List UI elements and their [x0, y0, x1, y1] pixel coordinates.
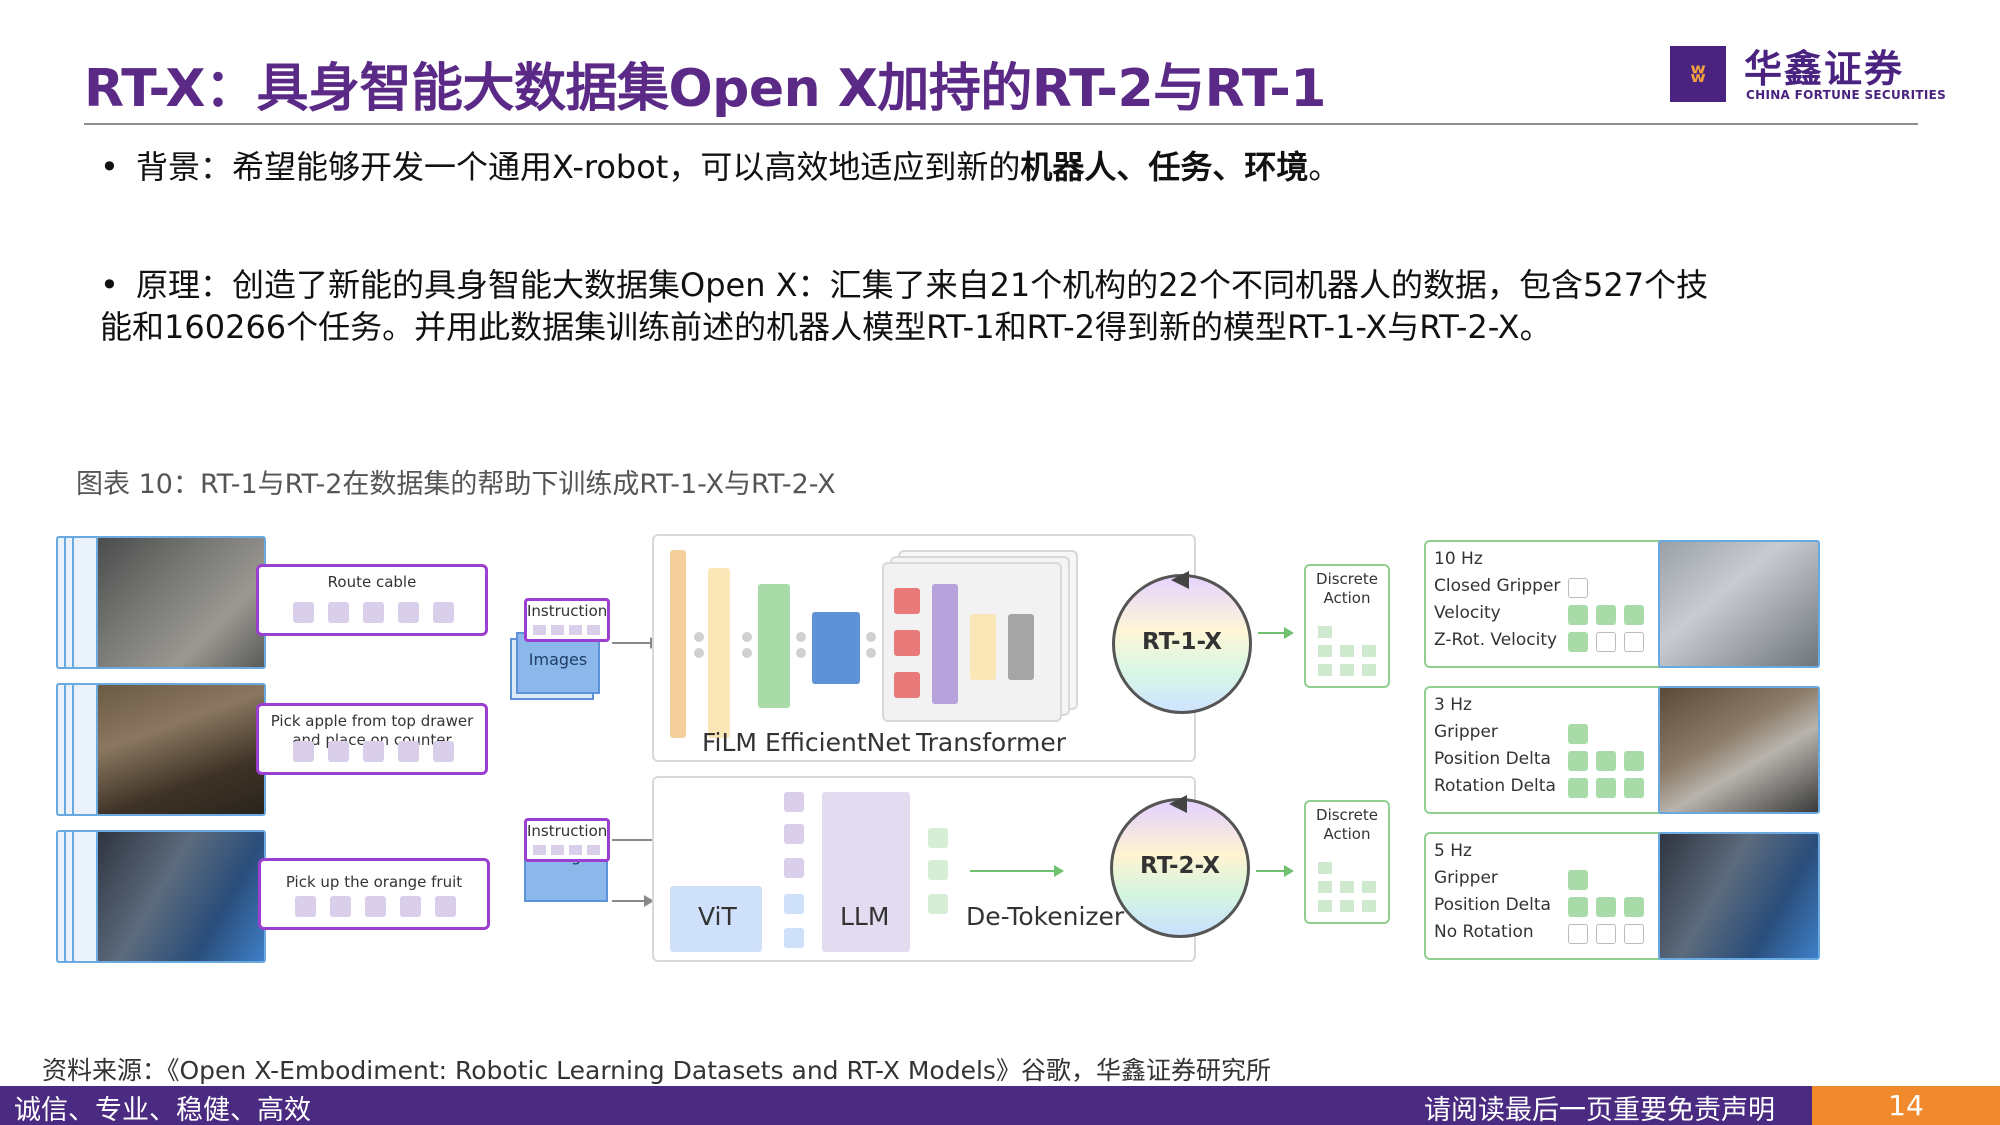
title-divider — [84, 123, 1918, 125]
photo-stack-1 — [56, 536, 266, 671]
bullet-principle: • 原理：创造了新能的具身智能大数据集Open X：汇集了来自21个机构的22个… — [100, 264, 1900, 348]
arrow-rt2x-output — [1256, 865, 1294, 877]
robot-photo-output-3 — [1658, 832, 1820, 960]
arrow-rt2-image — [612, 895, 654, 907]
task-box-pick-apple: Pick apple from top drawer and place on … — [256, 703, 488, 775]
transformer-label: Transformer — [916, 728, 1067, 757]
task-box-orange: Pick up the orange fruit — [258, 858, 490, 930]
footer-disclaimer: 请阅读最后一页重要免责声明 — [1424, 1095, 1775, 1125]
robot-photo-cable — [96, 536, 266, 669]
footer-bar: 诚信、专业、稳健、高效 请阅读最后一页重要免责声明 14 — [0, 1086, 2000, 1125]
rt2x-model: RT-2-X — [1110, 795, 1250, 938]
output-panel-5hz: 5 Hz Gripper Position Delta No Rotation — [1424, 832, 1820, 960]
instruction-box-2: Instruction — [524, 818, 610, 862]
detokenizer-label: De-Tokenizer — [966, 902, 1125, 931]
output-panel-3hz: 3 Hz Gripper Position Delta Rotation Del… — [1424, 686, 1820, 814]
bullet-dot: • — [100, 266, 119, 304]
logo-mark-icon: ʬ — [1670, 46, 1726, 102]
page-number: 14 — [1812, 1086, 2000, 1125]
arrow-rt1x-output — [1258, 627, 1294, 639]
robot-photo-output-2 — [1658, 686, 1820, 814]
bullet-principle-line2: 能和160266个任务。并用此数据集训练前述的机器人模型RT-1和RT-2得到新… — [100, 308, 1552, 346]
arrow-detokenizer — [970, 865, 1064, 877]
transformer-block — [882, 562, 1062, 722]
instruction-box-1: Instruction — [524, 598, 610, 642]
bullet-principle-line1: 原理：创造了新能的具身智能大数据集Open X：汇集了来自21个机构的22个不同… — [136, 266, 1709, 304]
cycle-arrow-icon — [1169, 795, 1187, 813]
photo-stack-2 — [56, 683, 266, 818]
robot-photo-output-1 — [1658, 540, 1820, 668]
bullet-background-bold: 机器人、任务、环境 — [1020, 148, 1309, 186]
output-panel-10hz: 10 Hz Closed Gripper Velocity Z-Rot. Vel… — [1424, 540, 1820, 668]
discrete-action-2: Discrete Action — [1304, 800, 1390, 924]
rtx-figure: Route cable Pick apple from top drawer a… — [50, 528, 1880, 973]
figure-caption: 图表 10：RT-1与RT-2在数据集的帮助下训练成RT-1-X与RT-2-X — [76, 469, 836, 500]
rt1-architecture-panel: FiLM EfficientNet Transformer — [652, 534, 1196, 762]
cycle-arrow-icon — [1171, 571, 1189, 589]
task-box-route-cable: Route cable — [256, 564, 488, 636]
logo-cn-text: 华鑫证券 — [1744, 47, 1905, 91]
bullet-background-text: 背景：希望能够开发一个通用X-robot，可以高效地适应到新的 — [136, 148, 1021, 186]
film-efficientnet-label: FiLM EfficientNet — [702, 728, 911, 757]
rt1x-model: RT-1-X — [1112, 571, 1252, 714]
vit-label: ViT — [698, 902, 737, 931]
images-box: Images — [516, 632, 600, 694]
bullet-background: • 背景：希望能够开发一个通用X-robot，可以高效地适应到新的机器人、任务、… — [100, 146, 1900, 188]
discrete-action-1: Discrete Action — [1304, 564, 1390, 688]
bullet-background-end: 。 — [1308, 148, 1341, 186]
footer-slogan: 诚信、专业、稳健、高效 — [14, 1095, 311, 1125]
llm-label: LLM — [840, 902, 890, 931]
robot-photo-orange — [96, 830, 266, 963]
logo-en-text: CHINA FORTUNE SECURITIES — [1746, 88, 1947, 102]
robot-photo-drawer — [96, 683, 266, 816]
photo-stack-3 — [56, 830, 266, 965]
bullet-dot: • — [100, 148, 119, 186]
company-logo: ʬ 华鑫证券 CHINA FORTUNE SECURITIES — [1670, 44, 1946, 106]
page-title: RT-X：具身智能大数据集Open X加持的RT-2与RT-1 — [84, 59, 1326, 119]
source-note: 资料来源：《Open X-Embodiment: Robotic Learnin… — [42, 1056, 1271, 1085]
